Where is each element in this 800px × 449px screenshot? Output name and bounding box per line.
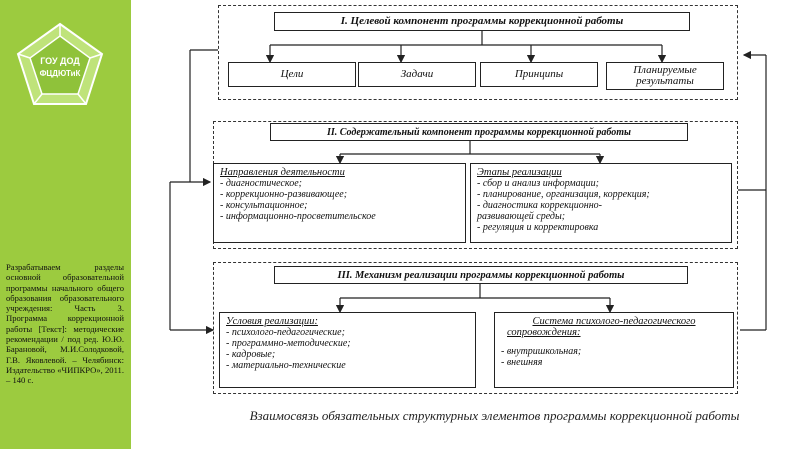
stages-title: Этапы реализации <box>477 167 562 178</box>
directions-item: - информационно-просветительское <box>220 211 376 222</box>
conditions-box: Условия реализации: - психолого-педагоги… <box>219 312 476 388</box>
conditions-title: Условия реализации: <box>226 316 318 327</box>
support-title-2: сопровождения: <box>507 327 581 338</box>
stages-item: развивающей среды; <box>477 211 566 222</box>
figure-caption: Взаимосвязь обязательных структурных эле… <box>249 408 740 423</box>
stages-box: Этапы реализации - сбор и анализ информа… <box>470 163 732 243</box>
reference-caption: Разрабатываем разделы основной образоват… <box>6 262 124 386</box>
conditions-item: - материально-технические <box>226 360 346 371</box>
conditions-item: - кадровые; <box>226 349 276 360</box>
support-item: - внутришкольная; <box>501 346 582 357</box>
directions-item: - коррекционно-развивающее; <box>220 189 348 200</box>
principles-box: Принципы <box>480 62 598 87</box>
tasks-box: Задачи <box>358 62 476 87</box>
section-2-title: II. Содержательный компонент программы к… <box>270 123 688 141</box>
logo-text-2: ФЦДЮТиК <box>40 69 81 78</box>
directions-title: Направления деятельности <box>220 167 345 178</box>
directions-item: - консультационное; <box>220 200 308 211</box>
directions-box: Направления деятельности - диагностическ… <box>213 163 466 243</box>
section-1-title: I. Целевой компонент программы коррекцио… <box>274 12 690 31</box>
section-3-frame <box>213 262 738 394</box>
support-item: - внешняя <box>501 357 543 368</box>
stages-item: - регуляция и корректировка <box>477 222 599 233</box>
support-system-box: Система психолого-педагогического сопров… <box>494 312 734 388</box>
logo-pentagon: ГОУ ДОД ФЦДЮТиК <box>16 22 104 105</box>
section-3-title: III. Механизм реализации программы корре… <box>274 266 688 284</box>
stages-item: - диагностика коррекционно- <box>477 200 603 211</box>
goals-box: Цели <box>228 62 356 87</box>
conditions-item: - программно-методические; <box>226 338 351 349</box>
planned-results-box: Планируемые результаты <box>606 62 724 90</box>
section-1-frame <box>218 5 738 100</box>
directions-item: - диагностическое; <box>220 178 302 189</box>
stages-item: - сбор и анализ информации; <box>477 178 599 189</box>
conditions-item: - психолого-педагогические; <box>226 327 345 338</box>
logo-text-1: ГОУ ДОД <box>40 56 80 66</box>
support-title-1: Система психолого-педагогического <box>532 316 696 327</box>
stages-item: - планирование, организация, коррекция; <box>477 189 650 200</box>
